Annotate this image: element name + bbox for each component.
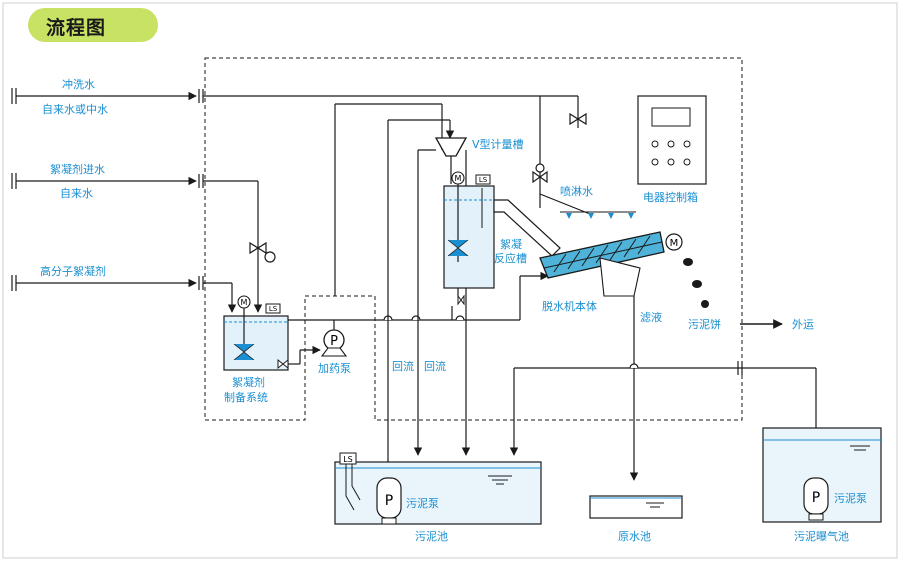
floc-motor-icon (451, 171, 465, 185)
label-sludge-pump: 污泥泵 (406, 497, 439, 510)
input-flocculant-line (11, 173, 263, 313)
flocculation-tank (443, 180, 495, 289)
sludge-cake-pieces (683, 258, 709, 308)
floc-ls-label: LS (479, 176, 488, 184)
label-flush-water: 冲洗水 (62, 78, 95, 91)
prep-motor-label: M (241, 298, 248, 307)
dosing-pump-icon (320, 329, 348, 357)
label-filtrate: 滤液 (640, 311, 662, 324)
title-badge (28, 8, 158, 42)
spray-valve-icon (532, 163, 548, 184)
label-aeration-pump: 污泥泵 (834, 492, 867, 505)
label-haul-out: 外运 (792, 318, 814, 331)
sludge-pump-symbol: P (385, 493, 393, 509)
label-sludge-tank: 污泥池 (415, 530, 448, 543)
label-v-tank: V型计量槽 (472, 138, 524, 151)
sludge-tank (334, 461, 542, 525)
flush-valve-icon (569, 112, 587, 126)
floc-level-switch-icon (475, 174, 491, 185)
floc-motor-label: M (455, 174, 462, 183)
label-raw-water-tank: 原水池 (618, 530, 651, 543)
aeration-pump-symbol: P (812, 490, 820, 506)
v-tank-icon (434, 137, 468, 157)
label-prep-system-2: 制备系统 (224, 391, 268, 404)
system-boundary (204, 57, 743, 421)
dewatering-machine (539, 231, 665, 297)
raw-water-tank (589, 495, 683, 519)
level-probes (345, 464, 361, 511)
label-return-2: 回流 (424, 360, 446, 373)
page-title: 流程图 (46, 17, 107, 39)
prep-outlet-valve-icon (277, 358, 289, 370)
dosing-feed-line (288, 345, 321, 365)
flocculant-valve-icon (249, 241, 276, 263)
input-polymer-line (11, 275, 237, 313)
aeration-pump-icon (803, 477, 829, 521)
dewater-motor-icon (665, 233, 683, 251)
spray-nozzles (566, 213, 634, 219)
input-flush-line (11, 88, 540, 104)
prep-motor-icon (237, 295, 251, 309)
dewater-motor-label: M (670, 238, 679, 249)
label-dosing-pump: 加药泵 (318, 362, 351, 375)
sludge-feed-line (387, 119, 455, 488)
label-floc-tank-1: 絮凝 (500, 238, 522, 251)
prep-ls-label: LS (269, 305, 278, 313)
sludge-pump-icon (376, 477, 402, 525)
label-dewatering-body: 脱水机本体 (542, 300, 597, 313)
label-sludge-cake: 污泥饼 (688, 318, 721, 331)
label-return-1: 回流 (392, 360, 414, 373)
prep-tank (223, 308, 289, 371)
label-control-cabinet: 电器控制箱 (643, 191, 698, 204)
pipe-crossings (383, 315, 465, 321)
label-polymer-flocculant: 高分子絮凝剂 (40, 265, 106, 278)
spray-line (539, 95, 591, 215)
label-prep-system-1: 絮凝剂 (232, 376, 265, 389)
tank-ls-label: LS (343, 455, 353, 464)
floc-drain-valve-icon (457, 294, 465, 306)
prep-level-switch-icon (265, 303, 281, 314)
label-aeration-tank: 污泥曝气池 (794, 530, 849, 543)
control-cabinet (637, 95, 707, 185)
label-spray-water: 喷淋水 (560, 185, 593, 198)
label-tap-or-reclaimed: 自来水或中水 (42, 103, 108, 116)
tank-level-switch-icon (339, 452, 357, 465)
label-tap-water: 自来水 (60, 187, 93, 200)
label-flocculant-water: 絮凝剂进水 (50, 163, 105, 176)
label-floc-tank-2: 反应槽 (494, 252, 527, 265)
dosing-pump-symbol: P (330, 334, 338, 349)
